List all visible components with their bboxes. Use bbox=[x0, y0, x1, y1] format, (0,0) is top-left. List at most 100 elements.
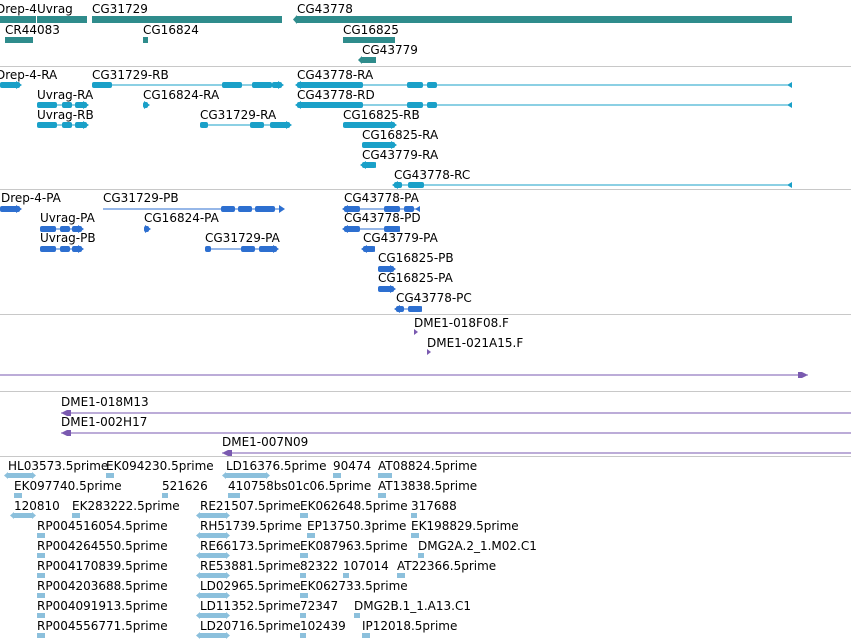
feature-label[interactable]: RP004264550.5prime bbox=[37, 539, 168, 553]
feature-label[interactable]: CG16825-RA bbox=[362, 128, 439, 142]
feature-label[interactable]: EK062733.5prime bbox=[300, 579, 408, 593]
feature-glyph[interactable] bbox=[37, 593, 45, 598]
feature-glyph[interactable] bbox=[37, 553, 45, 558]
feature-glyph[interactable] bbox=[293, 15, 792, 24]
feature-label[interactable]: DME1-021A15.F bbox=[427, 336, 524, 350]
feature-label[interactable]: 521626 bbox=[162, 479, 208, 493]
feature-glyph[interactable] bbox=[300, 513, 308, 518]
feature-glyph[interactable] bbox=[427, 349, 431, 355]
feature-label[interactable]: CG43778-PD bbox=[344, 211, 421, 225]
feature-label[interactable]: Drep-4 bbox=[0, 2, 37, 16]
feature-glyph[interactable] bbox=[222, 450, 851, 456]
feature-glyph[interactable] bbox=[361, 245, 375, 253]
feature-glyph[interactable] bbox=[196, 592, 230, 599]
feature-label[interactable]: DME1-018M13 bbox=[61, 395, 149, 409]
feature-glyph[interactable] bbox=[228, 493, 240, 498]
feature-glyph[interactable] bbox=[378, 493, 386, 498]
feature-glyph[interactable] bbox=[411, 533, 419, 538]
feature-label[interactable]: DME1-018F08.F bbox=[414, 316, 509, 330]
feature-glyph[interactable] bbox=[92, 81, 284, 89]
feature-label[interactable]: CG43778-RA bbox=[297, 68, 374, 82]
feature-label[interactable]: CG43779-PA bbox=[363, 231, 438, 245]
feature-glyph[interactable] bbox=[72, 513, 80, 518]
feature-glyph[interactable] bbox=[362, 141, 397, 149]
feature-glyph[interactable] bbox=[10, 512, 36, 519]
feature-label[interactable]: AT13838.5prime bbox=[378, 479, 478, 493]
feature-label[interactable]: CG31729-PB bbox=[103, 191, 179, 205]
feature-label[interactable]: CG16825-RB bbox=[343, 108, 420, 122]
feature-label[interactable]: EK094230.5prime bbox=[106, 459, 214, 473]
feature-glyph[interactable] bbox=[205, 245, 279, 253]
feature-label[interactable]: 102439 bbox=[300, 619, 346, 633]
feature-glyph[interactable] bbox=[40, 245, 84, 253]
feature-label[interactable]: EK097740.5prime bbox=[14, 479, 122, 493]
feature-label[interactable]: Drep-4-PA bbox=[1, 191, 61, 205]
feature-label[interactable]: 82322 bbox=[300, 559, 339, 573]
feature-glyph[interactable] bbox=[37, 121, 89, 129]
feature-glyph[interactable] bbox=[397, 573, 405, 578]
feature-glyph[interactable] bbox=[196, 632, 230, 639]
feature-glyph[interactable] bbox=[37, 573, 45, 578]
feature-label[interactable]: CG31729 bbox=[92, 2, 148, 16]
feature-glyph[interactable] bbox=[378, 285, 396, 293]
feature-glyph[interactable] bbox=[196, 512, 230, 519]
feature-label[interactable]: LD11352.5prime bbox=[200, 599, 301, 613]
feature-label[interactable]: CR44083 bbox=[5, 23, 60, 37]
feature-label[interactable]: DMG2A.2_1.M02.C1 bbox=[418, 539, 537, 553]
feature-glyph[interactable] bbox=[0, 81, 22, 89]
feature-glyph[interactable] bbox=[354, 613, 360, 618]
feature-label[interactable]: CG43778-PC bbox=[396, 291, 472, 305]
feature-glyph[interactable] bbox=[61, 430, 851, 436]
feature-label[interactable]: 120810 bbox=[14, 499, 60, 513]
feature-label[interactable]: AT22366.5prime bbox=[397, 559, 497, 573]
feature-glyph[interactable] bbox=[343, 121, 397, 129]
feature-glyph[interactable] bbox=[378, 473, 392, 478]
feature-label[interactable]: CG43778-PA bbox=[344, 191, 419, 205]
feature-glyph[interactable] bbox=[307, 533, 315, 538]
feature-glyph[interactable] bbox=[37, 633, 45, 638]
feature-label[interactable]: EK087963.5prime bbox=[300, 539, 408, 553]
feature-glyph[interactable] bbox=[144, 225, 151, 233]
feature-label[interactable]: Uvrag-RB bbox=[37, 108, 94, 122]
feature-glyph[interactable] bbox=[343, 37, 395, 43]
feature-label[interactable]: CG31729-RB bbox=[92, 68, 169, 82]
feature-label[interactable]: Uvrag-RA bbox=[37, 88, 94, 102]
feature-label[interactable]: 317688 bbox=[411, 499, 457, 513]
feature-label[interactable]: EK062648.5prime bbox=[300, 499, 408, 513]
feature-glyph[interactable] bbox=[162, 493, 168, 498]
feature-glyph[interactable] bbox=[0, 372, 808, 378]
feature-glyph[interactable] bbox=[143, 101, 150, 109]
feature-glyph[interactable] bbox=[37, 533, 45, 538]
feature-label[interactable]: CG16824 bbox=[143, 23, 199, 37]
feature-label[interactable]: RE21507.5prime bbox=[200, 499, 301, 513]
feature-label[interactable]: EP13750.3prime bbox=[307, 519, 407, 533]
feature-label[interactable]: EK283222.5prime bbox=[72, 499, 180, 513]
feature-label[interactable]: CG43779 bbox=[362, 43, 418, 57]
feature-label[interactable]: LD16376.5prime bbox=[226, 459, 327, 473]
feature-label[interactable]: RP004556771.5prime bbox=[37, 619, 168, 633]
feature-label[interactable]: CG31729-PA bbox=[205, 231, 280, 245]
feature-glyph[interactable] bbox=[40, 225, 84, 233]
feature-label[interactable]: LD02965.5prime bbox=[200, 579, 301, 593]
feature-label[interactable]: RP004170839.5prime bbox=[37, 559, 168, 573]
feature-label[interactable]: CG16824-PA bbox=[144, 211, 219, 225]
feature-label[interactable]: RH51739.5prime bbox=[200, 519, 302, 533]
feature-glyph[interactable] bbox=[0, 16, 36, 23]
feature-label[interactable]: 90474 bbox=[333, 459, 372, 473]
feature-glyph[interactable] bbox=[394, 305, 422, 313]
feature-label[interactable]: DME1-007N09 bbox=[222, 435, 309, 449]
feature-glyph[interactable] bbox=[418, 553, 424, 558]
feature-label[interactable]: Drep-4-RA bbox=[0, 68, 58, 82]
feature-label[interactable]: CG16825-PA bbox=[378, 271, 453, 285]
feature-label[interactable]: CG31729-RA bbox=[200, 108, 277, 122]
feature-glyph[interactable] bbox=[358, 56, 376, 64]
feature-label[interactable]: DMG2B.1_1.A13.C1 bbox=[354, 599, 471, 613]
feature-label[interactable]: CG16825 bbox=[343, 23, 399, 37]
feature-glyph[interactable] bbox=[106, 473, 114, 478]
feature-glyph[interactable] bbox=[61, 410, 851, 416]
feature-label[interactable]: RP004203688.5prime bbox=[37, 579, 168, 593]
feature-label[interactable]: Uvrag-PA bbox=[40, 211, 95, 225]
feature-glyph[interactable] bbox=[342, 205, 420, 213]
feature-glyph[interactable] bbox=[37, 101, 89, 109]
feature-label[interactable]: Uvrag-PB bbox=[40, 231, 96, 245]
